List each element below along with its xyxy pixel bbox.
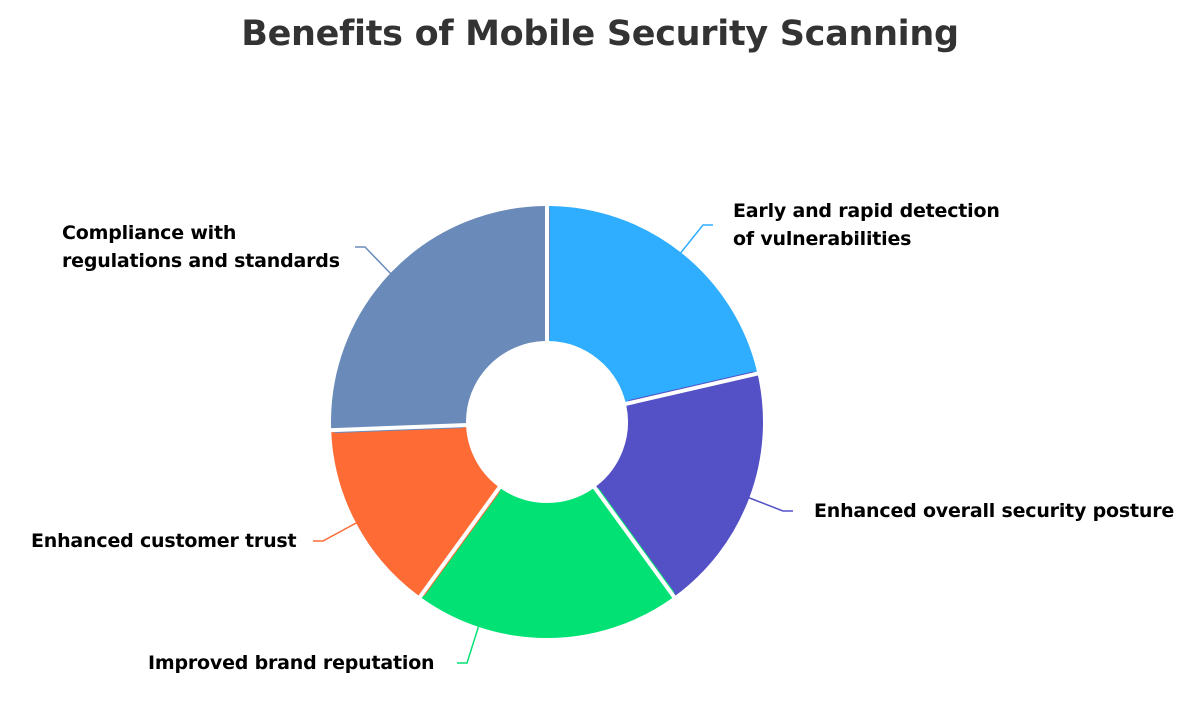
segment-security-posture bbox=[594, 371, 763, 597]
segment-brand-reputation bbox=[419, 487, 675, 638]
label-compliance: Compliance with regulations and standard… bbox=[62, 222, 340, 272]
segment-compliance bbox=[331, 206, 550, 433]
label-customer-trust: Enhanced customer trust bbox=[31, 530, 297, 552]
chart-title: Benefits of Mobile Security Scanning bbox=[241, 14, 959, 54]
segment-separator bbox=[620, 370, 763, 407]
segment-customer-trust bbox=[331, 422, 500, 597]
donut-hole bbox=[467, 342, 627, 502]
label-security-posture: Enhanced overall security posture bbox=[814, 500, 1175, 522]
leader-compliance bbox=[355, 246, 393, 276]
leader-security-posture bbox=[746, 496, 793, 512]
segment-separator bbox=[590, 482, 679, 602]
segment-early-detection bbox=[544, 206, 758, 406]
label-brand-reputation: Improved brand reputation bbox=[148, 652, 435, 674]
leader-lines bbox=[313, 224, 793, 664]
leader-early-detection bbox=[678, 224, 713, 256]
leader-customer-trust bbox=[313, 521, 359, 542]
segment-separator bbox=[326, 422, 472, 433]
label-early-detection: Early and rapid detection of vulnerabili… bbox=[733, 200, 1000, 250]
leader-brand-reputation bbox=[457, 624, 480, 664]
segment-separator bbox=[415, 482, 504, 602]
donut-segments bbox=[326, 201, 763, 638]
